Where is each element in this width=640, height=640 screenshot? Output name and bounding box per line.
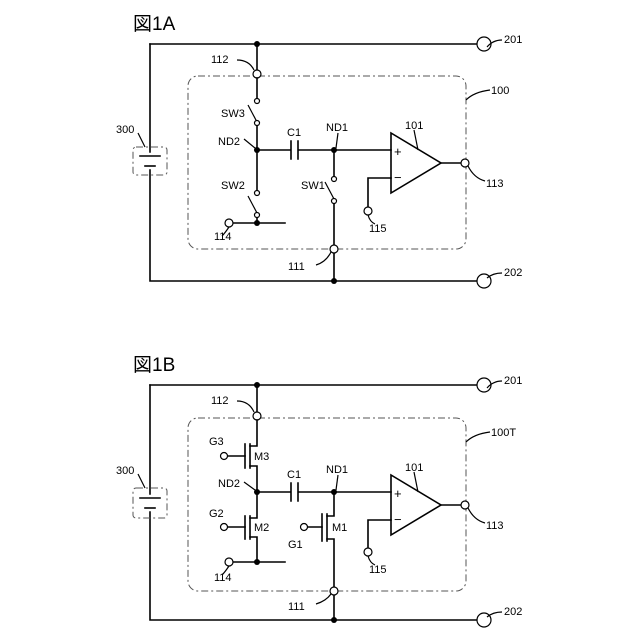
terminal-113	[461, 159, 469, 167]
wire-amp-115-b	[368, 520, 391, 548]
node-112-b	[253, 412, 261, 420]
label-nd1: ND1	[326, 122, 348, 134]
opamp-plus-sign-b: +	[394, 486, 402, 501]
label-sw3: SW3	[221, 108, 245, 120]
terminal-115-b	[364, 548, 372, 556]
leader-nd1-b	[336, 475, 338, 490]
sw1-blade	[325, 182, 334, 199]
sw2-blade	[248, 196, 257, 213]
terminal-113-b	[461, 501, 469, 509]
sw3-contact-top	[255, 99, 260, 104]
leader-100t	[466, 432, 490, 442]
label-202-b: 202	[504, 606, 522, 618]
capacitor-c1	[291, 141, 298, 159]
leader-112-b	[237, 401, 254, 412]
label-100: 100	[491, 85, 509, 97]
terminal-114	[225, 219, 233, 227]
leader-113-b	[468, 508, 485, 523]
label-g2: G2	[209, 508, 224, 520]
terminal-115	[364, 207, 372, 215]
opamp-minus-sign-b: −	[394, 512, 402, 527]
node-112	[253, 70, 261, 78]
label-112-b: 112	[211, 395, 229, 407]
terminal-g3	[221, 453, 228, 460]
label-g3: G3	[209, 436, 224, 448]
opamp-plus-sign: +	[394, 144, 402, 159]
sw3-blade	[248, 105, 257, 122]
label-nd2-b: ND2	[218, 478, 240, 490]
label-m2: M2	[254, 522, 269, 534]
sw1-contact-bottom	[332, 199, 337, 204]
leader-300	[138, 133, 145, 147]
leader-111-b	[316, 594, 331, 604]
terminal-g1	[301, 524, 308, 531]
label-c1: C1	[287, 127, 301, 139]
leader-111	[316, 252, 331, 265]
sw3-contact-bottom	[255, 121, 260, 126]
label-111: 111	[288, 261, 305, 273]
leader-nd1	[336, 133, 338, 148]
label-101-b: 101	[405, 462, 423, 474]
label-113-b: 113	[486, 520, 504, 532]
node-111	[330, 245, 338, 253]
leader-112	[237, 60, 254, 70]
label-114-b: 114	[214, 572, 232, 584]
figure-1a: 図1A	[116, 14, 522, 288]
wire-nd1-m1-111	[327, 492, 334, 620]
leader-100	[466, 90, 490, 100]
node-111-b	[330, 587, 338, 595]
junction-114-b	[254, 559, 260, 565]
left-and-bottom-rail	[150, 44, 478, 281]
wire-amp-115	[368, 178, 391, 207]
label-sw1: SW1	[301, 180, 325, 192]
figure-1b-title: 図1B	[133, 355, 175, 376]
leader-nd2	[244, 139, 255, 148]
terminal-201-b	[477, 378, 491, 392]
terminal-201	[477, 37, 491, 51]
label-113: 113	[486, 178, 504, 190]
label-m1: M1	[332, 522, 347, 534]
label-nd2: ND2	[218, 136, 240, 148]
label-114: 114	[214, 231, 232, 243]
label-nd1-b: ND1	[326, 464, 348, 476]
left-and-bottom-rail-b	[150, 385, 478, 620]
label-sw2: SW2	[221, 180, 245, 192]
label-201-b: 201	[504, 375, 522, 387]
label-300: 300	[116, 124, 134, 136]
label-300-b: 300	[116, 465, 134, 477]
leader-nd2-b	[244, 482, 255, 490]
label-201: 201	[504, 34, 522, 46]
figure-1b: 図1B	[116, 355, 522, 627]
capacitor-c1-b	[291, 483, 298, 501]
label-112: 112	[211, 54, 229, 66]
junction-114	[254, 220, 260, 226]
label-100t: 100T	[491, 427, 516, 439]
opamp-minus-sign: −	[394, 170, 402, 185]
label-101: 101	[405, 120, 423, 132]
label-m3: M3	[254, 451, 269, 463]
sw2-contact-top	[255, 191, 260, 196]
leader-113	[468, 166, 485, 181]
sw1-contact-top	[332, 177, 337, 182]
sw2-contact-bottom	[255, 213, 260, 218]
label-115-b: 115	[369, 564, 387, 576]
label-202: 202	[504, 267, 522, 279]
terminal-114-b	[225, 558, 233, 566]
terminal-g2	[221, 524, 228, 531]
figure-1a-title: 図1A	[133, 14, 176, 35]
label-115: 115	[369, 223, 387, 235]
label-g1: G1	[288, 539, 303, 551]
label-c1-b: C1	[287, 469, 301, 481]
leader-300-b	[138, 474, 145, 488]
label-111-b: 111	[288, 601, 305, 613]
